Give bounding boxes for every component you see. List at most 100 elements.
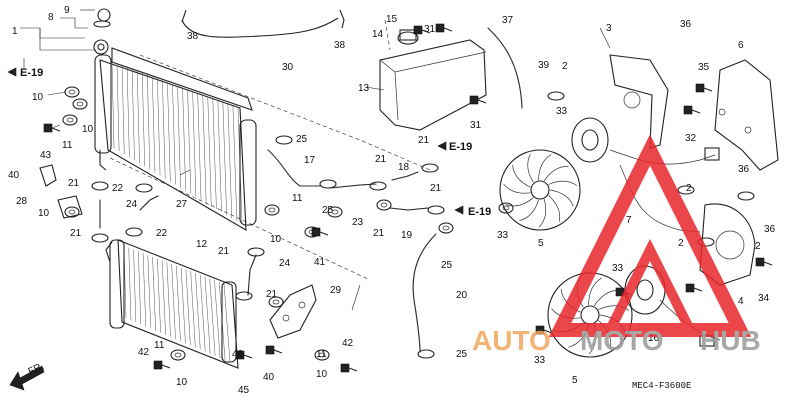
stay-29 bbox=[269, 284, 317, 339]
radiator-fin bbox=[147, 74, 151, 170]
hose-clamp bbox=[319, 179, 337, 189]
grommet bbox=[314, 349, 330, 361]
hose-clamp bbox=[275, 135, 293, 145]
radiator-fin bbox=[111, 61, 115, 149]
part-number-label: 18 bbox=[398, 162, 410, 173]
part-number-label: 21 bbox=[418, 135, 430, 146]
bolt-shank bbox=[703, 87, 713, 92]
upper-radiator bbox=[93, 39, 257, 231]
bolt-head bbox=[435, 23, 445, 33]
grommet-hole bbox=[318, 352, 326, 358]
fan-blade bbox=[548, 195, 561, 222]
radiator-fin bbox=[126, 67, 130, 158]
part-number-label: 36 bbox=[764, 224, 776, 235]
part-number-label: 33 bbox=[534, 355, 546, 366]
reserve-tank bbox=[379, 29, 487, 131]
part-number-label: 21 bbox=[373, 228, 385, 239]
fan-blade bbox=[543, 166, 569, 182]
grommet-hole bbox=[76, 101, 84, 107]
part-number-label: 10 bbox=[316, 369, 328, 380]
radiator-fin bbox=[157, 78, 161, 176]
fan-blade bbox=[598, 305, 629, 311]
part-number-label: 39 bbox=[538, 60, 550, 71]
bolt-shank bbox=[443, 27, 453, 32]
bolt-head bbox=[153, 360, 163, 370]
part-number-label: 21 bbox=[68, 178, 80, 189]
grommet-hole bbox=[272, 299, 280, 305]
part-number-label: 22 bbox=[112, 183, 124, 194]
radiator-fin bbox=[157, 258, 161, 333]
radiator-fin bbox=[207, 96, 212, 206]
part-number-label: 38 bbox=[187, 31, 199, 42]
front-direction-label: FR. bbox=[27, 361, 46, 378]
radiator-fin bbox=[217, 100, 222, 212]
diagram-code: MEC4-F3600E bbox=[632, 381, 691, 391]
watermark: AUTO MOTO HUB bbox=[472, 134, 761, 356]
bolt-head bbox=[340, 363, 350, 373]
grommet-hole bbox=[68, 89, 76, 95]
part-number-label: 35 bbox=[698, 62, 710, 73]
watermark-text-auto: AUTO bbox=[472, 325, 551, 356]
leader-lines bbox=[20, 9, 611, 311]
part-number-label: 25 bbox=[296, 134, 308, 145]
radiator-cap bbox=[97, 8, 111, 22]
part-number-label: 15 bbox=[386, 14, 398, 25]
part-number-label: 40 bbox=[8, 170, 20, 181]
radiator-fin bbox=[131, 69, 135, 161]
bolt-head bbox=[685, 283, 695, 293]
bolt-shank bbox=[161, 364, 171, 369]
grommet bbox=[327, 206, 343, 218]
part-number-label: 10 bbox=[38, 208, 50, 219]
radiator-fin bbox=[212, 98, 217, 209]
part-number-label: 24 bbox=[126, 199, 138, 210]
grommet bbox=[64, 206, 80, 218]
part-number-label: 23 bbox=[352, 217, 364, 228]
bolt-shank bbox=[319, 231, 329, 236]
fan-blade bbox=[503, 183, 531, 194]
part-number-label: 30 bbox=[282, 62, 294, 73]
part-number-label: 16 bbox=[648, 333, 660, 344]
watermark-text-hub: HUB bbox=[700, 325, 761, 356]
radiator-fin bbox=[141, 73, 145, 167]
bracket-40 bbox=[39, 164, 57, 187]
hose-clamp bbox=[235, 291, 253, 301]
reference-e19-mid: E-19 bbox=[449, 141, 472, 153]
radiator-fin bbox=[227, 104, 233, 218]
fan-blade bbox=[588, 277, 602, 306]
arrow-left-icon bbox=[454, 205, 464, 215]
radiator-fin bbox=[142, 253, 147, 327]
part-number-label: 4 bbox=[738, 296, 744, 307]
part-number-label: 31 bbox=[470, 120, 482, 131]
grommet-hole bbox=[68, 209, 76, 215]
radiator-fin bbox=[192, 91, 197, 197]
part-number-label: 2 bbox=[686, 183, 692, 194]
hose-clamp bbox=[677, 185, 695, 195]
radiator-fin bbox=[209, 278, 216, 356]
fan-upper bbox=[499, 117, 609, 231]
part-number-label: 42 bbox=[138, 347, 150, 358]
hose-clamp bbox=[737, 191, 755, 201]
bracket-28 bbox=[57, 195, 83, 219]
part-number-label: 6 bbox=[738, 40, 744, 51]
part-number-label: 7 bbox=[626, 215, 632, 226]
part-number-label: 11 bbox=[316, 349, 327, 360]
part-number-label: 19 bbox=[401, 230, 413, 241]
grommet bbox=[170, 349, 186, 361]
fan-blade bbox=[538, 199, 547, 228]
part-number-label: 10 bbox=[32, 92, 44, 103]
radiator-fin bbox=[176, 265, 181, 342]
bolt-shank bbox=[421, 29, 431, 34]
part-number-label: 1 bbox=[12, 26, 18, 37]
part-number-label: 25 bbox=[441, 260, 453, 271]
fan-blade bbox=[538, 154, 552, 181]
grommet-hole bbox=[380, 202, 388, 208]
radiator-fin bbox=[167, 82, 171, 182]
part-number-label: 34 bbox=[758, 293, 770, 304]
part-number-label: 11 bbox=[292, 193, 303, 204]
bolt-shank bbox=[243, 354, 253, 359]
grommet-hole bbox=[268, 207, 276, 213]
coolant-hoses bbox=[99, 17, 523, 353]
radiator-fin bbox=[162, 80, 166, 179]
